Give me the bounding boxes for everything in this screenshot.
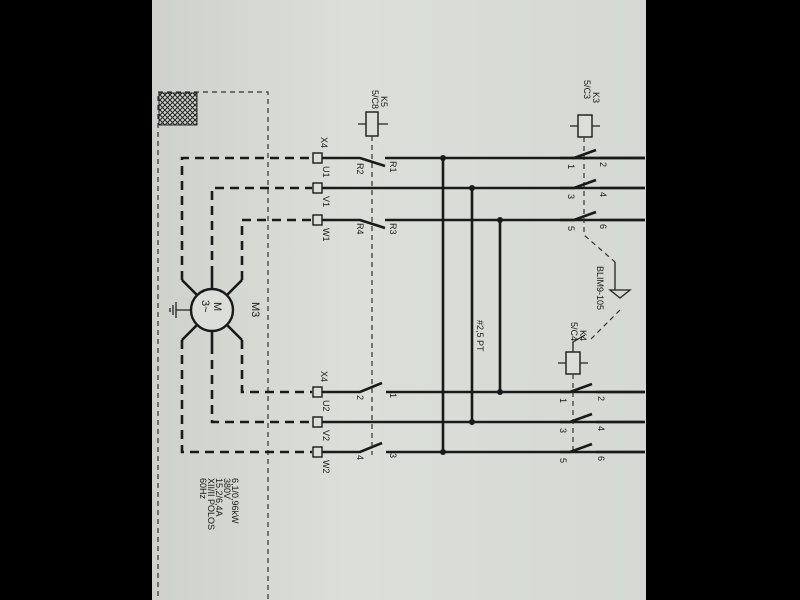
- mechanical-interlock: BLIM9-105: [589, 262, 632, 341]
- lead-w1: [240, 218, 312, 280]
- lead-v1: [210, 186, 312, 275]
- svg-text:380V: 380V: [222, 478, 232, 499]
- contactor-k3: K3 5/C3 1 2 3 4 5 6: [560, 80, 645, 263]
- svg-text:V1: V1: [321, 196, 331, 207]
- k3-coil: [577, 114, 593, 138]
- k5-coil: [365, 111, 379, 137]
- motor-m3: M 3~ M3 6,1/0,96kW 380V 15,2/6,4A XII/II…: [169, 156, 312, 530]
- svg-text:1: 1: [558, 398, 568, 403]
- svg-text:XII/II POLOS: XII/II POLOS: [206, 478, 216, 530]
- right-border: [646, 0, 800, 600]
- svg-text:R2: R2: [355, 163, 365, 175]
- svg-text:6: 6: [596, 456, 606, 461]
- bus-bars: #2,5 PT: [440, 155, 503, 455]
- motor-symbol: M: [211, 302, 223, 311]
- svg-text:15,2/6,4A: 15,2/6,4A: [214, 478, 224, 517]
- svg-text:W1: W1: [321, 228, 331, 242]
- motor-ratings: 6,1/0,96kW 380V 15,2/6,4A XII/II POLOS 6…: [198, 478, 240, 530]
- svg-text:60Hz: 60Hz: [198, 478, 208, 500]
- svg-text:BLIM9-105: BLIM9-105: [595, 266, 605, 310]
- motor-enclosure-frame: [157, 91, 269, 600]
- schematic-paper: [152, 0, 646, 600]
- svg-text:K3: K3: [591, 92, 601, 103]
- svg-text:5: 5: [558, 458, 568, 463]
- svg-text:R3: R3: [388, 223, 398, 235]
- lead-u1: [180, 156, 312, 280]
- lead-u2: [240, 340, 312, 394]
- svg-text:1: 1: [388, 393, 398, 398]
- lead-w2: [180, 340, 312, 454]
- svg-text:V2: V2: [321, 430, 331, 441]
- bus-label: #2,5 PT: [475, 320, 485, 352]
- motor-phase: 3~: [199, 300, 211, 313]
- svg-text:4: 4: [596, 426, 606, 431]
- svg-text:R4: R4: [355, 223, 365, 235]
- svg-text:W2: W2: [321, 460, 331, 474]
- svg-text:2: 2: [355, 395, 365, 400]
- svg-text:3: 3: [566, 194, 576, 199]
- svg-text:5: 5: [566, 226, 576, 231]
- svg-text:3: 3: [558, 428, 568, 433]
- svg-text:5/C3: 5/C3: [582, 80, 592, 99]
- k4-coil: [565, 351, 581, 375]
- svg-text:3: 3: [388, 453, 398, 458]
- svg-text:X4: X4: [319, 137, 329, 148]
- svg-text:2: 2: [598, 162, 608, 167]
- contactor-k4: K4 5/C4 1 2 3 4 5 6: [558, 322, 645, 463]
- hatched-corner: [158, 92, 198, 126]
- lead-v2: [210, 345, 312, 424]
- svg-text:6,1/0,96kW: 6,1/0,96kW: [230, 478, 240, 524]
- svg-text:K5: K5: [379, 96, 389, 107]
- contactor-k5: K5 5/C8 R2 R1 R4 R3 2 1 4 3: [355, 90, 398, 460]
- svg-text:K4: K4: [578, 330, 588, 341]
- motor-label: M3: [249, 302, 261, 317]
- svg-text:5/C4: 5/C4: [569, 322, 579, 341]
- svg-text:4: 4: [598, 192, 608, 197]
- svg-text:2: 2: [596, 396, 606, 401]
- svg-text:U2: U2: [321, 400, 331, 412]
- svg-text:1: 1: [566, 164, 576, 169]
- svg-text:R1: R1: [388, 161, 398, 173]
- svg-text:5/C8: 5/C8: [370, 90, 380, 109]
- svg-text:X4: X4: [319, 371, 329, 382]
- svg-text:4: 4: [355, 455, 365, 460]
- svg-text:6: 6: [598, 224, 608, 229]
- svg-text:U1: U1: [321, 166, 331, 178]
- ground-symbol: [169, 302, 190, 318]
